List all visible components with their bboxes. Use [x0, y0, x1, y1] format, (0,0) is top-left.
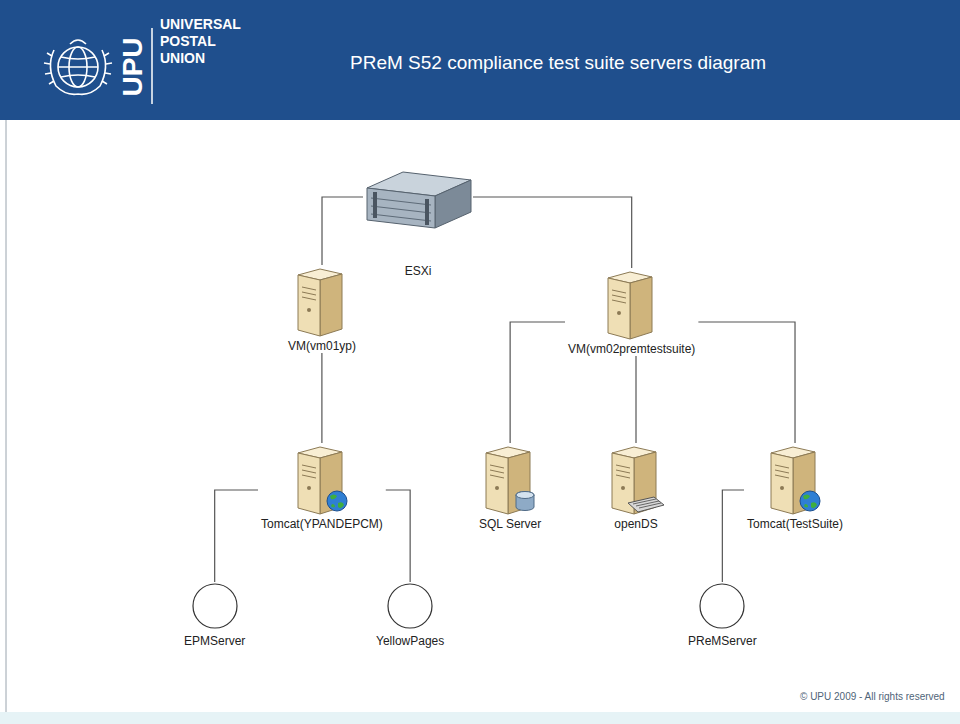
- connector-line: [510, 322, 565, 443]
- server-node: EPMServer: [181, 582, 248, 648]
- connector-line: [321, 353, 322, 443]
- connector-line: [722, 490, 744, 582]
- server-node: VM(vm01yp): [285, 265, 359, 353]
- service-circle: [191, 582, 239, 630]
- connector-line: [635, 356, 636, 443]
- node-label: PReMServer: [685, 634, 760, 648]
- database-server-icon: [480, 443, 540, 515]
- web-server-icon: [765, 443, 825, 515]
- connector-line: [698, 322, 795, 443]
- server-node: openDS: [606, 443, 666, 531]
- node-label: EPMServer: [181, 634, 248, 648]
- server-node: SQL Server: [476, 443, 544, 531]
- server-node: VM(vm02premtestsuite): [565, 268, 698, 356]
- connector-line: [473, 197, 632, 268]
- node-label: ESXi: [363, 264, 473, 278]
- node-label: openDS: [606, 517, 666, 531]
- node-label: YellowPages: [373, 634, 447, 648]
- logo-acronym: UPU: [117, 34, 149, 100]
- server-icon: [292, 265, 352, 337]
- connector-line: [215, 490, 258, 582]
- esxi-host-icon: [363, 170, 473, 230]
- server-icon: [602, 268, 662, 340]
- node-label: Tomcat(TestSuite): [744, 517, 846, 531]
- server-node: ESXi: [363, 170, 473, 278]
- node-label: VM(vm01yp): [285, 339, 359, 353]
- service-circle: [386, 582, 434, 630]
- frame-line: [6, 120, 7, 712]
- server-node: Tomcat(TestSuite): [744, 443, 846, 531]
- service-circle: [698, 582, 746, 630]
- node-label: SQL Server: [476, 517, 544, 531]
- node-label: Tomcat(YPANDEPCM): [258, 517, 386, 531]
- footer-strip: [0, 712, 960, 724]
- web-server-icon: [292, 443, 352, 515]
- node-label: VM(vm02premtestsuite): [565, 342, 698, 356]
- connector-line: [386, 490, 410, 582]
- diagram-title: PReM S52 compliance test suite servers d…: [350, 52, 766, 74]
- directory-server-icon: [606, 443, 666, 515]
- connector-line: [322, 197, 363, 265]
- server-node: YellowPages: [373, 582, 447, 648]
- server-node: PReMServer: [685, 582, 760, 648]
- copyright-note: © UPU 2009 - All rights reserved: [800, 691, 945, 702]
- server-node: Tomcat(YPANDEPCM): [258, 443, 386, 531]
- upu-emblem: [44, 40, 112, 94]
- organisation-name: UNIVERSAL POSTAL UNION: [160, 16, 241, 67]
- logo-divider: [151, 28, 153, 104]
